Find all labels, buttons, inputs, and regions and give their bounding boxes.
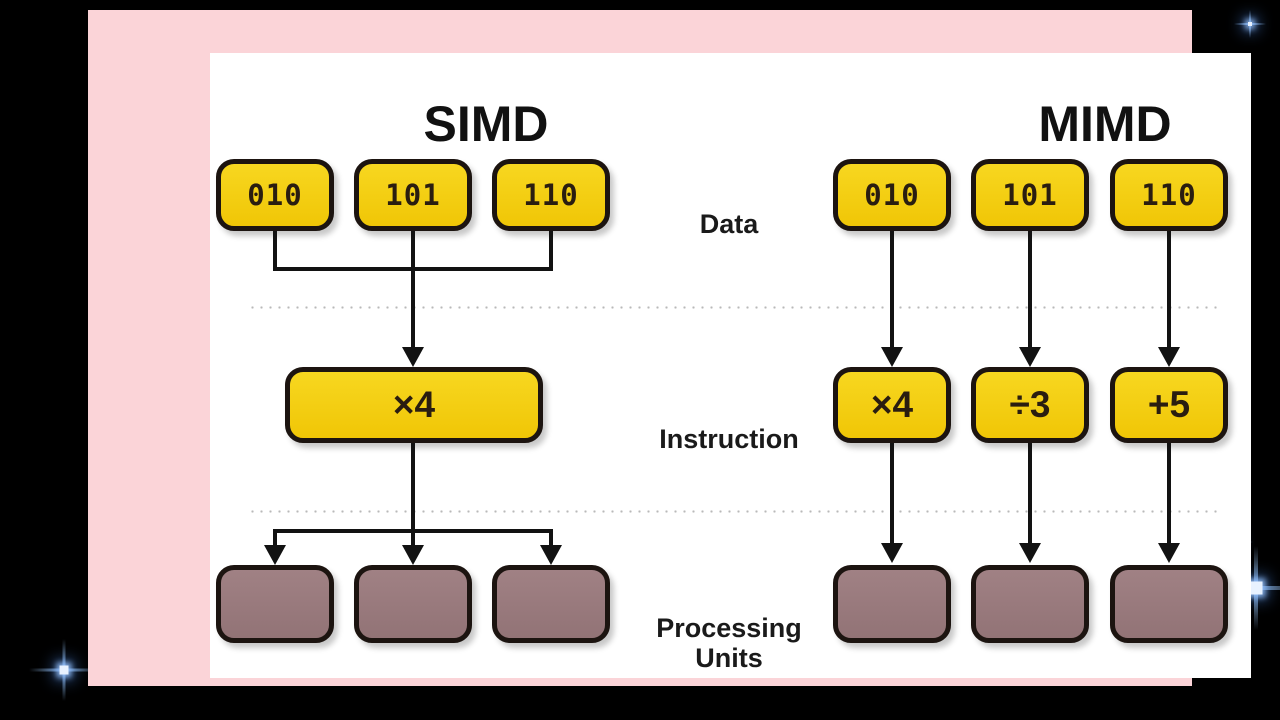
mimd-data-arrow-line-2 bbox=[1028, 231, 1032, 351]
simd-processing-unit-3[interactable] bbox=[492, 565, 610, 643]
mimd-processing-unit-1[interactable] bbox=[833, 565, 951, 643]
simd-data-box-1[interactable]: 010 bbox=[216, 159, 334, 231]
mimd-instruction-arrowhead-3 bbox=[1158, 543, 1180, 563]
mimd-instruction-arrow-line-1 bbox=[890, 443, 894, 547]
sparkle-ray-vertical bbox=[1249, 10, 1251, 38]
sparkle-core bbox=[1248, 22, 1252, 26]
row-label-instruction: Instruction bbox=[659, 424, 799, 454]
mimd-data-box-3[interactable]: 110 bbox=[1110, 159, 1228, 231]
pink-frame-border: SIMD MIMD Data Instruction Processing Un… bbox=[88, 10, 1251, 686]
mimd-instruction-box-1[interactable]: ×4 bbox=[833, 367, 951, 443]
simd-data-stub-1 bbox=[273, 231, 277, 271]
mimd-data-value-1: 010 bbox=[864, 178, 920, 212]
separator-instruction-processing bbox=[248, 510, 1218, 513]
separator-data-instruction bbox=[248, 306, 1218, 309]
mimd-processing-unit-3[interactable] bbox=[1110, 565, 1228, 643]
simd-processing-unit-2[interactable] bbox=[354, 565, 472, 643]
sparkle-core bbox=[59, 665, 69, 675]
simd-data-value-2: 101 bbox=[385, 178, 441, 212]
mimd-instruction-box-2[interactable]: ÷3 bbox=[971, 367, 1089, 443]
simd-fanout-stub-2 bbox=[411, 529, 415, 547]
mimd-instruction-value-3: +5 bbox=[1147, 384, 1191, 425]
simd-data-box-2[interactable]: 101 bbox=[354, 159, 472, 231]
simd-data-box-3[interactable]: 110 bbox=[492, 159, 610, 231]
sparkle-ray-vertical bbox=[62, 639, 66, 701]
mimd-data-value-3: 110 bbox=[1141, 178, 1197, 212]
sparkle-top-right bbox=[1230, 4, 1270, 44]
simd-fanout-stub-1 bbox=[273, 529, 277, 547]
mimd-data-box-2[interactable]: 101 bbox=[971, 159, 1089, 231]
panel-title-mimd: MIMD bbox=[1038, 96, 1172, 152]
mimd-instruction-arrow-line-2 bbox=[1028, 443, 1032, 547]
sparkle-core bbox=[1249, 581, 1263, 595]
simd-data-value-3: 110 bbox=[523, 178, 579, 212]
mimd-data-arrow-line-3 bbox=[1167, 231, 1171, 351]
simd-instruction-value: ×4 bbox=[392, 384, 436, 425]
mimd-data-arrowhead-1 bbox=[881, 347, 903, 367]
mimd-instruction-value-2: ÷3 bbox=[1009, 384, 1051, 425]
mimd-data-box-1[interactable]: 010 bbox=[833, 159, 951, 231]
mimd-data-arrowhead-3 bbox=[1158, 347, 1180, 367]
mimd-instruction-arrowhead-2 bbox=[1019, 543, 1041, 563]
simd-data-stub-3 bbox=[549, 231, 553, 271]
simd-fanout-arrowhead-3 bbox=[540, 545, 562, 565]
mimd-data-arrow-line-1 bbox=[890, 231, 894, 351]
simd-instruction-box[interactable]: ×4 bbox=[285, 367, 543, 443]
mimd-data-arrowhead-2 bbox=[1019, 347, 1041, 367]
simd-fanout-stub-3 bbox=[549, 529, 553, 547]
sparkle-ray-vertical bbox=[1254, 546, 1258, 630]
sparkle-ray-horizontal bbox=[1234, 23, 1266, 25]
row-label-data: Data bbox=[699, 209, 759, 239]
mimd-processing-unit-2[interactable] bbox=[971, 565, 1089, 643]
diagram-board: SIMD MIMD Data Instruction Processing Un… bbox=[210, 53, 1251, 678]
simd-data-merge-trunk bbox=[411, 267, 415, 353]
simd-data-value-1: 010 bbox=[247, 178, 303, 212]
mimd-instruction-value-1: ×4 bbox=[870, 384, 914, 425]
mimd-instruction-box-3[interactable]: +5 bbox=[1110, 367, 1228, 443]
simd-data-stub-2 bbox=[411, 231, 415, 271]
mimd-data-value-2: 101 bbox=[1002, 178, 1058, 212]
simd-instruction-trunk bbox=[411, 443, 415, 533]
simd-data-to-instruction-arrowhead bbox=[402, 347, 424, 367]
panel-title-simd: SIMD bbox=[423, 96, 549, 152]
simd-fanout-arrowhead-2 bbox=[402, 545, 424, 565]
mimd-instruction-arrow-line-3 bbox=[1167, 443, 1171, 547]
simd-fanout-arrowhead-1 bbox=[264, 545, 286, 565]
mimd-instruction-arrowhead-1 bbox=[881, 543, 903, 563]
row-label-processing-units: Processing Units bbox=[656, 613, 802, 674]
simd-processing-unit-1[interactable] bbox=[216, 565, 334, 643]
